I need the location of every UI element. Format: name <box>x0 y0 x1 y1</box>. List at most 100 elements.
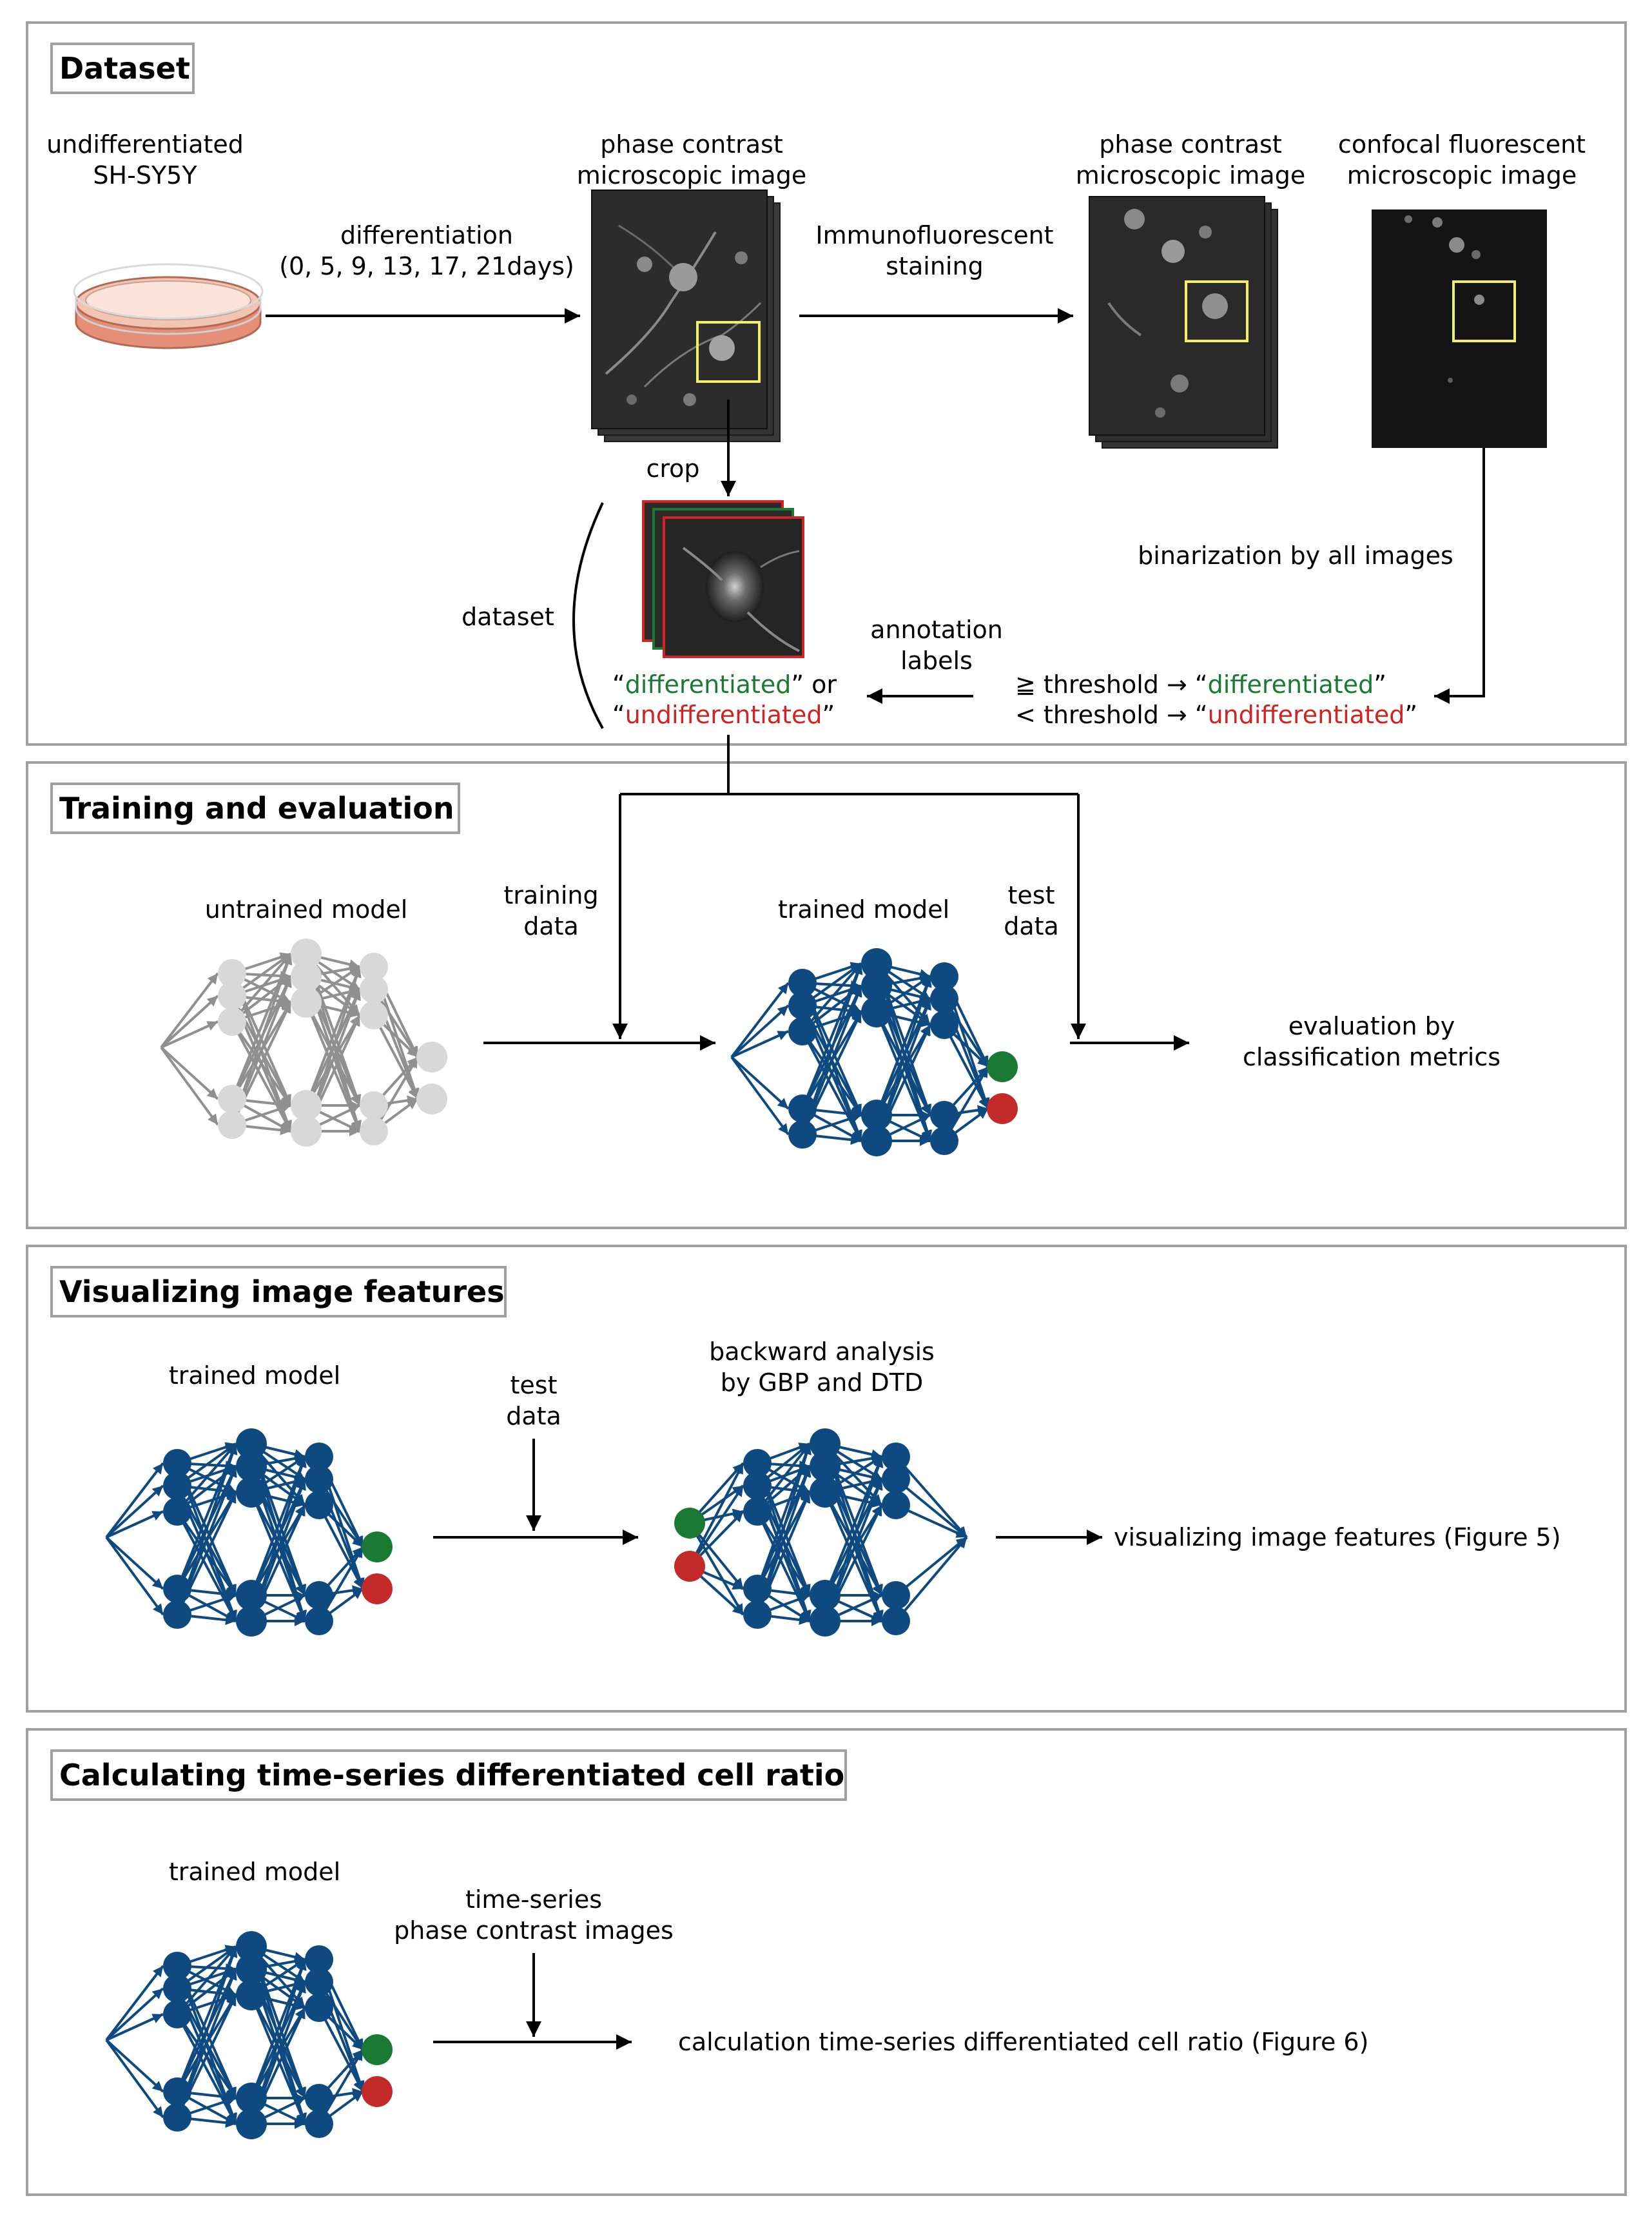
output-node-undifferentiated <box>362 2076 393 2107</box>
network-edge <box>305 1002 361 1106</box>
network-edge <box>176 1946 237 2092</box>
network-node <box>360 953 388 981</box>
network-node <box>743 1575 772 1603</box>
petri-dish-icon <box>73 263 264 349</box>
network-node <box>218 959 246 987</box>
training-title: Training and evaluation <box>59 791 454 826</box>
phase-label-2: microscopic image <box>577 161 806 190</box>
dataset-bracket <box>572 502 604 729</box>
network-edge <box>730 1004 790 1058</box>
network-node <box>360 1091 388 1120</box>
network-node <box>163 1497 191 1526</box>
network-node <box>810 1477 841 1508</box>
network-node <box>930 1101 958 1129</box>
training-section <box>26 761 1627 1229</box>
vis-result-label: visualizing image features (Figure 5) <box>1114 1523 1561 1551</box>
network-edge <box>824 1492 883 1596</box>
output-node-differentiated <box>362 2034 393 2065</box>
network-edge <box>895 1536 968 1597</box>
threshold-differentiated-line: ≧ threshold → “differentiated” <box>1015 670 1386 699</box>
trained-model-label: trained model <box>778 895 949 924</box>
network-edge <box>756 1443 811 1513</box>
network-edge <box>318 1504 364 1589</box>
network-edge <box>730 1056 790 1136</box>
network-node <box>861 1125 892 1156</box>
calculating-title-box <box>50 1749 847 1801</box>
phase2-label-1: phase contrast <box>1099 130 1281 159</box>
network-node <box>788 991 817 1020</box>
annotation-label-2: labels <box>900 646 973 675</box>
output-node-differentiated <box>416 1042 447 1073</box>
evaluation-label-1: evaluation by <box>1288 1012 1455 1040</box>
network-edge <box>373 1015 419 1100</box>
network-node <box>163 2077 191 2106</box>
network-edge <box>318 2048 364 2125</box>
network-node <box>236 1606 267 1637</box>
network-node <box>163 1952 191 1980</box>
network-node <box>218 1085 246 1113</box>
undiff-label-2: SH-SY5Y <box>93 161 197 190</box>
phase2-label-2: microscopic image <box>1076 161 1305 190</box>
network-node <box>882 1491 910 1519</box>
network-node <box>236 1580 267 1611</box>
network-node <box>788 1094 817 1123</box>
crop-highlight-box <box>696 321 761 383</box>
untrained-network <box>160 938 447 1147</box>
evaluation-label-2: classification metrics <box>1243 1043 1501 1071</box>
output-node-undifferentiated <box>674 1551 705 1582</box>
test-data-label-1: test <box>1008 881 1055 909</box>
network-edge <box>943 1024 989 1109</box>
network-node <box>236 2108 267 2139</box>
binarization-label: binarization by all images <box>1138 541 1453 570</box>
network-node <box>882 1581 910 1609</box>
vis-trained-model-label: trained model <box>169 1361 340 1390</box>
network-edge <box>801 963 862 1109</box>
undiff-label-1: undifferentiated <box>46 130 244 159</box>
network-node <box>163 2000 191 2028</box>
visualizing-title-box <box>50 1266 507 1317</box>
network-node <box>236 1477 267 1508</box>
arrow-binarization <box>1434 448 1485 704</box>
differentiation-label-2: (0, 5, 9, 13, 17, 21days) <box>279 252 574 280</box>
phase-label-1: phase contrast <box>600 130 782 159</box>
output-node-differentiated <box>987 1051 1018 1082</box>
network-edge <box>731 1030 789 1058</box>
network-node <box>291 1090 322 1121</box>
network-node <box>163 1472 191 1500</box>
network-edge <box>105 1462 164 1539</box>
calculating-section <box>26 1728 1627 2196</box>
network-edge <box>105 1536 164 1616</box>
network-edge <box>176 1443 237 1513</box>
network-edge <box>105 1484 164 1539</box>
network-node <box>861 971 892 1002</box>
immunofluorescent-label-2: staining <box>886 252 983 280</box>
network-node <box>236 1931 267 1962</box>
cropped-image-stack <box>642 500 804 658</box>
network-edge <box>160 995 219 1049</box>
network-node <box>810 1606 841 1637</box>
dataset-label: dataset <box>462 603 554 631</box>
network-edge <box>250 1994 306 2099</box>
network-edge <box>231 953 292 1023</box>
network-edge <box>105 1987 164 2041</box>
network-node <box>360 975 388 1004</box>
backward-analysis-network <box>674 1428 968 1637</box>
network-edge <box>688 1522 744 1616</box>
backward-label-1: backward analysis <box>709 1337 935 1366</box>
network-edge <box>160 1020 219 1049</box>
network-node <box>305 2084 333 2112</box>
network-edge <box>105 2039 164 2093</box>
network-node <box>218 1007 246 1036</box>
network-node <box>810 1451 841 1482</box>
network-node <box>861 948 892 979</box>
dataset-section <box>26 21 1627 746</box>
visualizing-title: Visualizing image features <box>59 1274 505 1309</box>
immunofluorescent-label-1: Immunofluorescent <box>815 221 1053 249</box>
backward-label-2: by GBP and DTD <box>721 1368 924 1397</box>
network-node <box>360 1117 388 1145</box>
network-node <box>291 1116 322 1147</box>
network-edge <box>160 1046 219 1126</box>
test-data-label-2: data <box>1004 912 1059 940</box>
untrained-model-label: untrained model <box>205 895 408 924</box>
